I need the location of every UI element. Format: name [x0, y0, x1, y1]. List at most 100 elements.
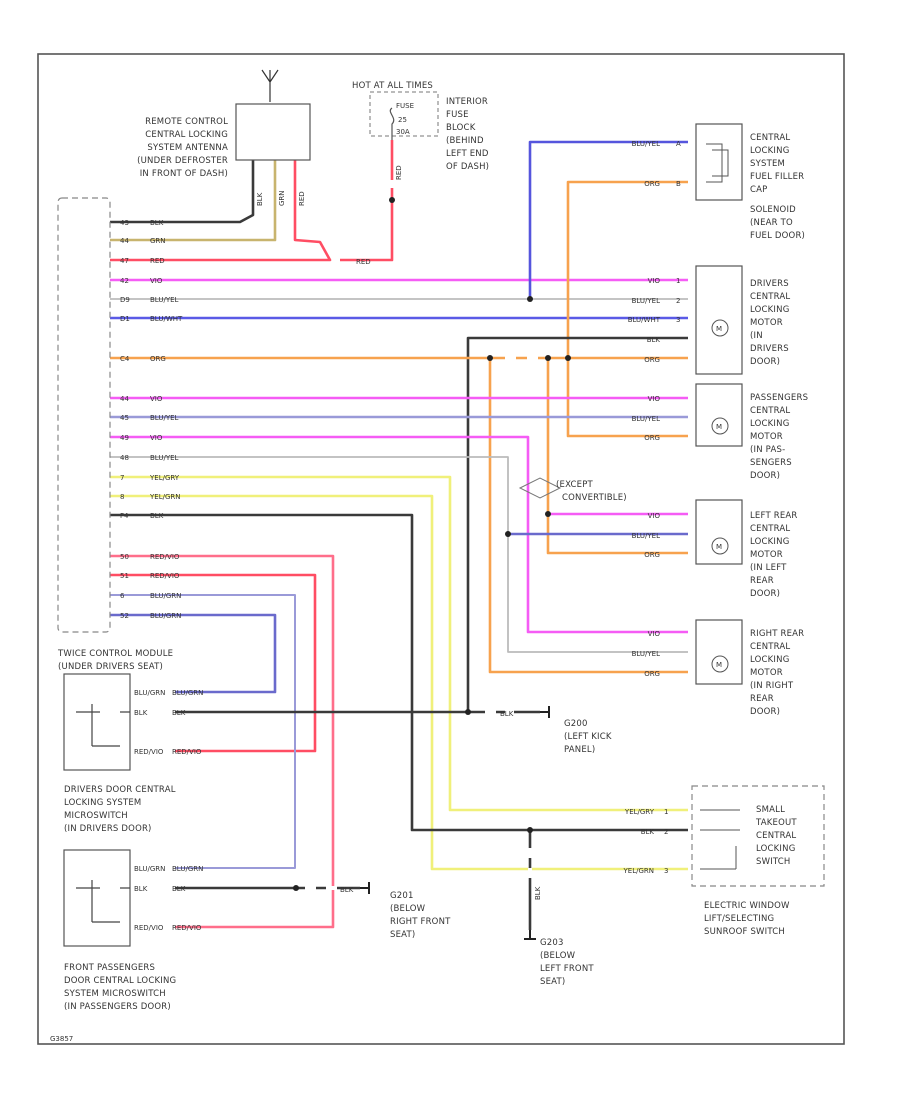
svg-text:BLK: BLK [641, 828, 655, 836]
svg-text:(NEAR TO: (NEAR TO [750, 218, 793, 228]
svg-text:REAR: REAR [750, 576, 774, 586]
svg-text:M: M [716, 543, 722, 551]
diagram-border [37, 53, 845, 1045]
svg-text:LEFT FRONT: LEFT FRONT [540, 964, 594, 974]
left-rear-motor-label: LEFT REAR CENTRAL LOCKING MOTOR (IN LEFT… [750, 511, 797, 599]
svg-text:(IN LEFT: (IN LEFT [750, 563, 787, 573]
passenger-switch-wire-labels: BLU/GRN BLK RED/VIO BLU/GRN BLK RED/VIO [134, 865, 203, 932]
wire-redvio-driver [110, 573, 317, 753]
svg-text:ORG: ORG [644, 434, 660, 442]
fuse-wire-label: RED [395, 165, 403, 180]
svg-text:TWICE CONTROL MODULE: TWICE CONTROL MODULE [57, 649, 173, 659]
module-pin-label: D1 [120, 315, 130, 323]
module-pin-label: 7 [120, 474, 124, 482]
svg-text:ORG: ORG [644, 551, 660, 559]
wires [110, 140, 688, 930]
svg-text:BLU/GRN: BLU/GRN [134, 865, 165, 873]
svg-text:BLK: BLK [172, 709, 186, 717]
passenger-switch-label: FRONT PASSENGERS DOOR CENTRAL LOCKING SY… [64, 963, 176, 1012]
svg-text:(IN DRIVERS DOOR): (IN DRIVERS DOOR) [64, 824, 152, 834]
junctions [293, 197, 571, 891]
svg-text:A: A [676, 140, 681, 148]
svg-text:LEFT END: LEFT END [446, 149, 489, 159]
svg-text:M: M [716, 325, 722, 333]
module-wire-color-label: BLU/GRN [150, 592, 181, 600]
svg-text:PASSENGERS: PASSENGERS [750, 393, 808, 403]
module-wire-color-label: RED [150, 257, 165, 265]
svg-text:RIGHT REAR: RIGHT REAR [750, 629, 804, 639]
svg-text:RIGHT FRONT: RIGHT FRONT [390, 917, 451, 927]
control-module-box [57, 197, 111, 633]
control-module-label: TWICE CONTROL MODULE (UNDER DRIVERS SEAT… [57, 649, 173, 672]
right-rear-motor-icon [711, 655, 729, 673]
svg-text:INTERIOR: INTERIOR [446, 97, 488, 107]
svg-text:CENTRAL: CENTRAL [750, 133, 790, 143]
passenger-switch-box [63, 849, 131, 947]
wire-org-fuelcap [566, 180, 688, 438]
module-wire-color-label: BLU/YEL [150, 296, 179, 304]
svg-text:MOTOR: MOTOR [750, 432, 783, 442]
module-wire-color-label: VIO [150, 277, 163, 285]
antenna-icon [261, 69, 279, 102]
module-wire-color-label: ORG [150, 355, 166, 363]
svg-text:RED/VIO: RED/VIO [172, 924, 202, 932]
driver-switch-icon [76, 704, 130, 747]
svg-text:BLU/YEL: BLU/YEL [632, 140, 661, 148]
driver-switch-box [63, 673, 131, 771]
svg-text:CENTRAL: CENTRAL [756, 831, 796, 841]
module-pin-label: 6 [120, 592, 125, 600]
svg-text:CAP: CAP [750, 185, 767, 195]
svg-text:SEAT): SEAT) [540, 977, 565, 987]
module-wire-color-label: YEL/GRN [149, 493, 180, 501]
g200-wire-label: BLK [500, 710, 514, 718]
fuel-filler-cap-box [695, 123, 743, 201]
svg-text:FUSE: FUSE [396, 102, 414, 110]
left-rear-motor-box [695, 499, 743, 565]
fuse-icon [389, 107, 395, 140]
ground-g201-icon [360, 882, 370, 894]
red-feed-label: RED [356, 258, 371, 266]
driver-motor-icon [711, 319, 729, 337]
module-wire-color-label: GRN [150, 237, 166, 245]
svg-text:CENTRAL LOCKING: CENTRAL LOCKING [145, 130, 228, 140]
svg-text:RED/VIO: RED/VIO [172, 748, 202, 756]
module-wire-color-label: BLU/YEL [150, 414, 179, 422]
svg-text:M: M [716, 423, 722, 431]
svg-text:BLU/YEL: BLU/YEL [632, 415, 661, 423]
svg-text:DRIVERS DOOR CENTRAL: DRIVERS DOOR CENTRAL [64, 785, 176, 795]
svg-text:OF DASH): OF DASH) [446, 162, 489, 172]
fuse-block-label: INTERIOR FUSE BLOCK (BEHIND LEFT END OF … [446, 97, 489, 172]
svg-text:FUSE: FUSE [446, 110, 469, 120]
svg-text:LOCKING: LOCKING [750, 146, 789, 156]
svg-text:(BEHIND: (BEHIND [446, 136, 484, 146]
svg-text:LOCKING: LOCKING [756, 844, 795, 854]
right-rear-motor-label: RIGHT REAR CENTRAL LOCKING MOTOR (IN RIG… [750, 629, 804, 717]
ground-symbols [360, 706, 550, 940]
passenger-motor-box [695, 383, 743, 447]
svg-text:VIO: VIO [648, 512, 661, 520]
module-wire-color-label: VIO [150, 395, 163, 403]
solenoid-icon [706, 143, 729, 183]
except-convertible-label: (EXCEPT CONVERTIBLE) [556, 480, 627, 503]
svg-text:BLU/YEL: BLU/YEL [632, 532, 661, 540]
svg-text:BLOCK: BLOCK [446, 123, 476, 133]
svg-text:G203: G203 [540, 938, 564, 948]
fuel-filler-label: CENTRAL LOCKING SYSTEM FUEL FILLER CAP S… [750, 133, 805, 241]
left-rear-motor-icon [711, 537, 729, 555]
driver-switch-wire-labels: BLU/GRN BLK RED/VIO BLU/GRN BLK RED/VIO [134, 689, 203, 756]
svg-text:MOTOR: MOTOR [750, 550, 783, 560]
svg-text:YEL/GRN: YEL/GRN [623, 867, 654, 875]
svg-text:DOOR): DOOR) [750, 589, 780, 599]
svg-text:CENTRAL: CENTRAL [750, 292, 790, 302]
wire-org-rightrear [488, 358, 688, 674]
svg-text:DOOR): DOOR) [750, 357, 780, 367]
svg-text:BLK: BLK [172, 885, 186, 893]
wire-blk-module [110, 513, 688, 832]
module-wire-color-label: VIO [150, 434, 163, 442]
svg-text:FUEL DOOR): FUEL DOOR) [750, 231, 805, 241]
module-pin-label: 51 [120, 572, 129, 580]
svg-text:BLU/GRN: BLU/GRN [172, 689, 203, 697]
module-wire-color-label: BLU/WHT [150, 315, 183, 323]
svg-text:CENTRAL: CENTRAL [750, 642, 790, 652]
svg-text:G201: G201 [390, 891, 414, 901]
